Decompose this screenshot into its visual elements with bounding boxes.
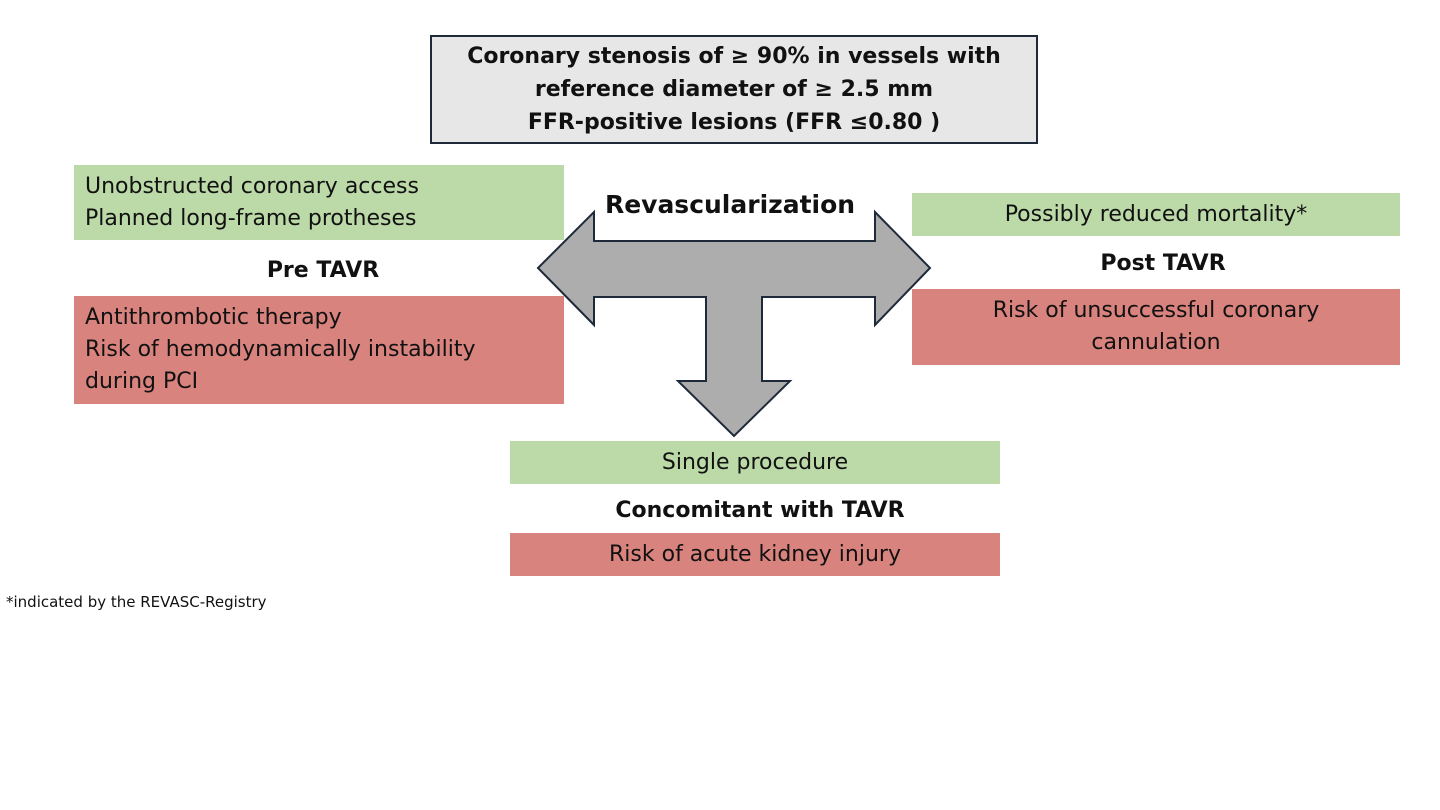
advantage-item: Possibly reduced mortality* [1004,201,1308,227]
disadvantage-item: Risk of hemodynamically instability [85,337,476,362]
concomitant-label: Concomitant with TAVR [615,498,905,523]
criteria-line: Coronary stenosis of ≥ 90% in vessels wi… [467,44,1001,69]
post-tavr-disadvantages: Risk of unsuccessful coronary cannulatio… [912,289,1400,365]
advantage-item: Unobstructed coronary access [85,173,419,199]
criteria-box: Coronary stenosis of ≥ 90% in vessels wi… [430,35,1038,144]
post-tavr-advantages: Possibly reduced mortality* [912,193,1400,236]
pre-tavr-advantages: Unobstructed coronary access Planned lon… [74,165,564,240]
advantage-item: Single procedure [661,449,849,475]
disadvantage-item: during PCI [85,369,199,394]
disadvantage-item: Risk of acute kidney injury [609,541,901,567]
concomitant-disadvantages: Risk of acute kidney injury [510,533,1000,576]
disadvantage-item: Antithrombotic therapy [85,305,342,330]
revascularization-title: Revascularization [604,190,856,219]
criteria-line: FFR-positive lesions (FFR ≤0.80 ) [527,110,941,135]
criteria-line: reference diameter of ≥ 2.5 mm [534,77,934,102]
disadvantage-item: cannulation [1091,330,1221,355]
concomitant-advantages: Single procedure [510,441,1000,484]
pre-tavr-label: Pre TAVR [266,258,380,283]
advantage-item: Planned long-frame protheses [85,205,417,231]
disadvantage-item: Risk of unsuccessful coronary [992,298,1320,323]
pre-tavr-disadvantages: Antithrombotic therapy Risk of hemodynam… [74,296,564,404]
footnote: *indicated by the REVASC-Registry [6,593,267,611]
t-arrow-shape [536,209,932,438]
post-tavr-label: Post TAVR [1100,251,1226,276]
